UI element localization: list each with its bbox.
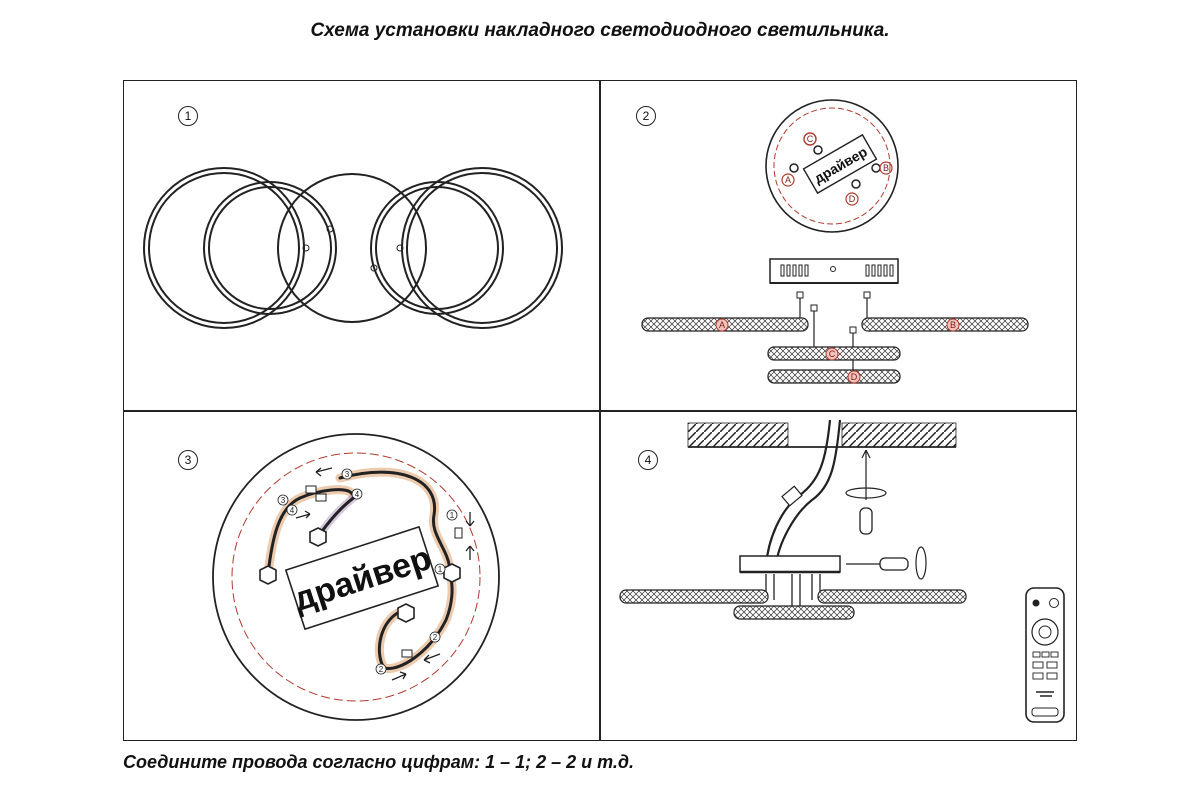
panel-3-wiring-plate: 3 3 4 4 1 1 2 2: [212, 433, 500, 721]
svg-text:4: 4: [290, 506, 295, 515]
remote-control: [1025, 587, 1065, 723]
svg-text:3: 3: [281, 496, 286, 505]
svg-text:2: 2: [433, 633, 438, 642]
svg-text:3: 3: [345, 470, 350, 479]
plate-letter-c: C: [807, 134, 814, 144]
svg-text:4: 4: [355, 490, 360, 499]
svg-text:1: 1: [450, 511, 455, 520]
bar-letter-a: A: [719, 320, 725, 330]
panel-2-bars: [641, 258, 1029, 384]
bar-letter-c: C: [829, 349, 836, 359]
plate-letter-b: B: [883, 163, 889, 173]
step-number-4: 4: [638, 450, 658, 470]
panel-2-mounting-plate: [765, 99, 899, 233]
bar-letter-b: B: [950, 320, 956, 330]
step-number-2: 2: [636, 106, 656, 126]
panel-1-rings: [143, 167, 563, 329]
bar-letter-d: D: [851, 372, 858, 382]
step-number-3: 3: [178, 450, 198, 470]
grid-divider-horizontal: [123, 410, 1077, 412]
panel-4-ceiling-assembly: [619, 419, 967, 620]
diagram-title: Схема установки накладного светодиодного…: [310, 20, 890, 41]
plate-letter-a: A: [785, 175, 791, 185]
svg-text:1: 1: [438, 565, 443, 574]
svg-text:2: 2: [379, 665, 384, 674]
wiring-instruction: Соедините провода согласно цифрам: 1 – 1…: [123, 752, 635, 772]
step-number-1: 1: [178, 106, 198, 126]
plate-letter-d: D: [849, 194, 856, 204]
